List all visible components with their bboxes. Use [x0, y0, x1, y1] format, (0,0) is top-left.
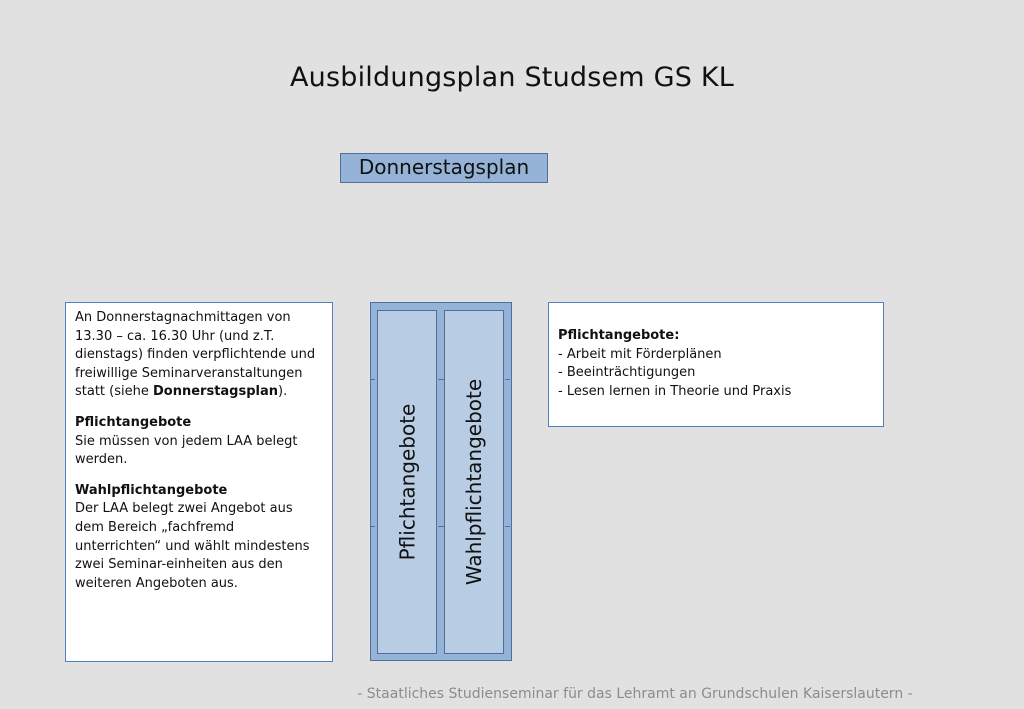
intro-bold-link: Donnerstagsplan [153, 384, 279, 400]
donnerstagsplan-box: Donnerstagsplan [340, 153, 548, 183]
wahlpflichtangebote-column: Wahlpflichtangebote [444, 310, 504, 654]
footer-text: - Staatliches Studienseminar für das Leh… [357, 686, 913, 702]
frame-tick [370, 526, 375, 527]
pflichtangebote-column: Pflichtangebote [377, 310, 437, 654]
pflichtangebote-list-box: Pflichtangebote: - Arbeit mit Förderplän… [548, 302, 884, 427]
intro-paragraph: An Donnerstagnachmittagen von 13.30 – ca… [75, 309, 323, 402]
wahlpflicht-heading: Wahlpflichtangebote [75, 482, 228, 498]
intro-end: ). [278, 384, 288, 400]
pflicht-text: Sie müssen von jedem LAA belegt werden. [75, 433, 298, 468]
info-text-box: An Donnerstagnachmittagen von 13.30 – ca… [65, 302, 333, 662]
list-item: - Lesen lernen in Theorie und Praxis [558, 383, 792, 399]
frame-tick [370, 379, 375, 380]
intro-text: An Donnerstagnachmittagen von 13.30 – ca… [75, 310, 316, 400]
wahlpflicht-text: Der LAA belegt zwei Angebot aus dem Bere… [75, 501, 310, 591]
pflichtangebote-label: Pflichtangebote [395, 403, 419, 561]
wahlpflichtangebote-label: Wahlpflichtangebote [462, 378, 487, 586]
list-item: - Beeinträchtigungen [558, 365, 696, 381]
frame-tick [438, 379, 445, 380]
frame-tick [505, 526, 510, 527]
frame-tick [438, 526, 445, 527]
list-heading: Pflichtangebote: [558, 328, 680, 343]
page-title: Ausbildungsplan Studsem GS KL [290, 62, 734, 93]
donnerstagsplan-label: Donnerstagsplan [358, 155, 530, 179]
frame-tick [505, 379, 510, 380]
list-item: - Arbeit mit Förderplänen [558, 346, 722, 362]
pflicht-heading: Pflichtangebote [75, 414, 192, 430]
